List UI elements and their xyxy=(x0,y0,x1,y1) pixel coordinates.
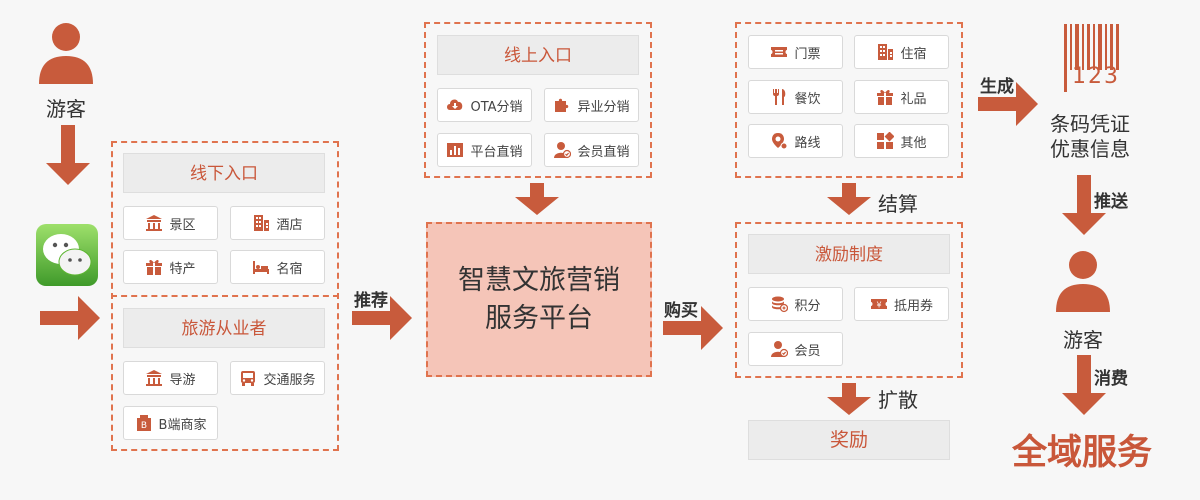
final-service-title: 全域服务 xyxy=(1012,433,1153,473)
online-item-member[interactable]: 会员直销 xyxy=(544,133,639,167)
arrow-down-icon xyxy=(1062,355,1106,419)
tourist-avatar-icon xyxy=(37,22,95,84)
incentive-box xyxy=(735,222,963,378)
bus-icon xyxy=(239,369,257,387)
incentive-header: 激励制度 xyxy=(748,234,950,274)
scenic-area-icon xyxy=(145,369,163,387)
tourist-label-right: 游客 xyxy=(1063,328,1103,352)
svg-text:¥: ¥ xyxy=(876,301,881,310)
arrow-down-icon xyxy=(827,383,871,419)
scenic-area-icon xyxy=(145,214,163,232)
incentive-item-member[interactable]: 会员 xyxy=(748,332,843,366)
arrow-label-consume: 消费 xyxy=(1094,369,1128,389)
barcode-digits: 123 xyxy=(1072,64,1120,89)
arrow-right-icon xyxy=(352,296,412,344)
reward-box: 奖励 xyxy=(748,420,950,460)
online-entry-box xyxy=(424,22,652,178)
coins-icon xyxy=(770,295,789,313)
arrow-label-push: 推送 xyxy=(1094,192,1128,212)
arrow-right-icon xyxy=(978,82,1038,130)
gift-icon xyxy=(876,88,894,106)
arrow-down-icon xyxy=(515,183,559,219)
online-entry-header: 线上入口 xyxy=(437,35,639,75)
wechat-icon xyxy=(36,224,98,286)
divider xyxy=(111,295,339,297)
platform-title-line2: 服务平台 xyxy=(485,302,593,334)
puzzle-icon xyxy=(553,96,571,114)
tourist-avatar-icon xyxy=(1054,250,1112,312)
member-icon xyxy=(553,141,572,159)
barcode-label-line2: 优惠信息 xyxy=(1050,137,1130,161)
incentive-item-coupon[interactable]: ¥ 抵用券 xyxy=(854,287,949,321)
online-item-ota[interactable]: OTA分销 xyxy=(437,88,532,122)
chart-icon xyxy=(446,141,464,159)
platform-title-line1: 智慧文旅营销 xyxy=(458,264,620,296)
online-item-direct[interactable]: 平台直销 xyxy=(437,133,532,167)
ticket-icon xyxy=(770,43,788,61)
product-item-gift[interactable]: 礼品 xyxy=(854,80,949,114)
offline-item-hotel[interactable]: 酒店 xyxy=(230,206,325,240)
grid-icon xyxy=(876,132,895,150)
bed-icon xyxy=(252,258,270,276)
barcode-icon xyxy=(1062,24,1122,94)
arrow-right-icon xyxy=(663,306,723,354)
arrow-right-icon xyxy=(40,296,100,344)
arrow-label-settle: 结算 xyxy=(878,192,918,216)
svg-text:B: B xyxy=(140,421,146,431)
product-item-route[interactable]: 路线 xyxy=(748,124,843,158)
arrow-down-icon xyxy=(827,183,871,219)
gift-icon xyxy=(145,258,163,276)
product-item-dining[interactable]: 餐饮 xyxy=(748,80,843,114)
member-icon xyxy=(770,340,789,358)
arrow-down-icon xyxy=(1062,175,1106,239)
offline-item-scenic[interactable]: 景区 xyxy=(123,206,218,240)
map-pin-icon xyxy=(770,132,788,150)
tourist-label-top: 游客 xyxy=(46,97,86,121)
coupon-icon: ¥ xyxy=(870,295,888,313)
arrow-label-generate: 生成 xyxy=(980,77,1014,97)
products-box xyxy=(735,22,963,178)
fork-knife-icon xyxy=(770,88,788,106)
arrow-label-spread: 扩散 xyxy=(878,388,918,412)
product-item-lodging[interactable]: 住宿 xyxy=(854,35,949,69)
b-merchant-icon: B xyxy=(135,414,153,432)
arrow-label-recommend: 推荐 xyxy=(354,291,388,311)
practitioner-item-merchant[interactable]: B B端商家 xyxy=(123,406,218,440)
offline-entry-header: 线下入口 xyxy=(123,153,325,193)
offline-item-specialty[interactable]: 特产 xyxy=(123,250,218,284)
cloud-download-icon xyxy=(446,96,464,114)
arrow-down-icon xyxy=(46,125,90,189)
practitioners-header: 旅游从业者 xyxy=(123,308,325,348)
incentive-item-points[interactable]: 积分 xyxy=(748,287,843,321)
hotel-icon xyxy=(876,43,894,61)
product-item-ticket[interactable]: 门票 xyxy=(748,35,843,69)
arrow-label-buy: 购买 xyxy=(664,301,698,321)
online-item-crossindustry[interactable]: 异业分销 xyxy=(544,88,639,122)
marketing-platform-box: 智慧文旅营销 服务平台 xyxy=(426,222,652,377)
barcode-label-line1: 条码凭证 xyxy=(1050,112,1130,136)
product-item-other[interactable]: 其他 xyxy=(854,124,949,158)
hotel-icon xyxy=(252,214,270,232)
practitioner-item-transport[interactable]: 交通服务 xyxy=(230,361,325,395)
offline-item-homestay[interactable]: 名宿 xyxy=(230,250,325,284)
practitioner-item-guide[interactable]: 导游 xyxy=(123,361,218,395)
